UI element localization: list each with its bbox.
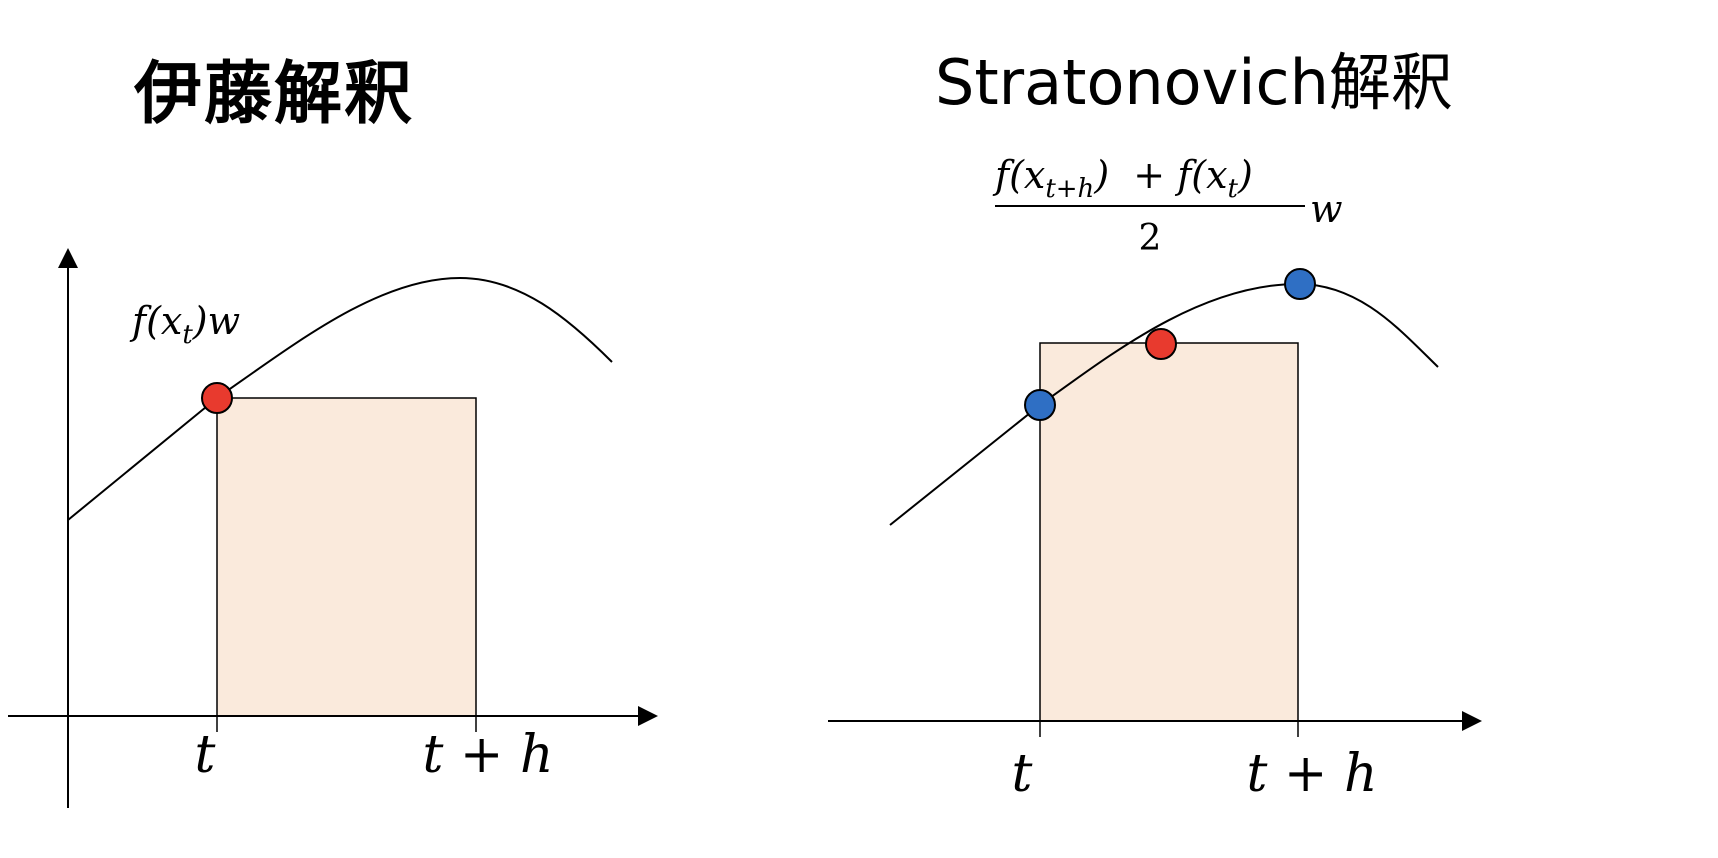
strat-red-point-mid [1145, 328, 1177, 360]
strat-blue-point-end [1284, 268, 1316, 300]
strat-num-right: ) [1237, 153, 1253, 197]
strat-num-sub1: t+h [1045, 174, 1094, 204]
stratonovich-panel: f(xt+h) + f(xt) 2 w t t + h [828, 153, 1482, 804]
ito-formula-sub-t: t [182, 320, 193, 350]
strat-formula-w: w [1310, 187, 1343, 231]
strat-num-sub2: t [1228, 174, 1239, 204]
strat-formula-numerator: f(xt+h) + f(xt) [992, 153, 1253, 204]
ito-tick-label-t: t [195, 725, 216, 785]
ito-area-rect [216, 397, 477, 717]
strat-formula-denominator: 2 [1139, 218, 1162, 259]
ito-tick-label-th: t + h [422, 725, 553, 785]
strat-num-left: f(x [992, 153, 1045, 197]
ito-panel: f(xt)w t t + h [8, 248, 658, 808]
ito-formula-paren-close: ) [192, 299, 208, 343]
ito-formula-x: x [161, 299, 182, 343]
stratonovich-title: Stratonovich解釈 [935, 46, 1453, 119]
ito-title: 伊藤解釈 [134, 55, 415, 134]
strat-formula: f(xt+h) + f(xt) 2 w [992, 153, 1343, 259]
ito-formula-paren-open: ( [146, 299, 162, 343]
ito-curve [67, 276, 613, 521]
strat-area-rect [1039, 342, 1299, 722]
strat-num-mid: ) + f(x [1093, 153, 1227, 197]
strat-tick-label-th: t + h [1246, 744, 1377, 804]
ito-red-point [201, 382, 233, 414]
strat-curve [889, 282, 1439, 526]
ito-formula-w: w [208, 299, 241, 343]
strat-blue-point-start [1024, 389, 1056, 421]
ito-formula: f(xt)w [129, 299, 240, 350]
strat-tick-label-t: t [1012, 744, 1033, 804]
